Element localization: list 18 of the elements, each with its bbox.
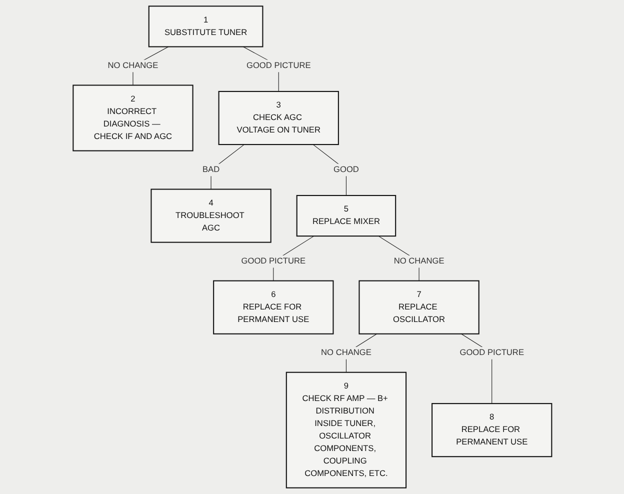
edge-label: BAD bbox=[202, 165, 220, 174]
node-box: 3 CHECK AGC VOLTAGE ON TUNER bbox=[218, 90, 339, 146]
node-box: 4 TROUBLESHOOT AGC bbox=[150, 188, 271, 243]
edge-label: NO CHANGE bbox=[320, 348, 371, 358]
connector bbox=[210, 144, 244, 190]
node-box: 7 REPLACE OSCILLATOR bbox=[358, 280, 479, 334]
edge-label: GOOD PICTURE bbox=[246, 61, 310, 70]
node-box: 2 INCORRECT DIAGNOSIS — CHECK IF AND AGC bbox=[72, 84, 193, 152]
node-box: 9 CHECK RF AMP — B+ DISTRIBUTION INSIDE TUNER, OSCILLATOR COMPONENTS, COUPLING COMPONENTS, ETC. bbox=[285, 372, 406, 488]
edge-label: NO CHANGE bbox=[393, 256, 444, 266]
edge-label: GOOD PICTURE bbox=[240, 256, 306, 266]
node-box: 8 REPLACE FOR PERMANENT USE bbox=[431, 403, 552, 458]
edge-label: GOOD bbox=[333, 165, 359, 174]
edge-label: GOOD PICTURE bbox=[459, 348, 524, 358]
node-box: 5 REPLACE MIXER bbox=[296, 194, 396, 237]
edge-label: NO CHANGE bbox=[107, 61, 158, 70]
node-box: 1 SUBSTITUTE TUNER bbox=[148, 6, 263, 48]
node-box: 6 REPLACE FOR PERMANENT USE bbox=[212, 280, 334, 334]
